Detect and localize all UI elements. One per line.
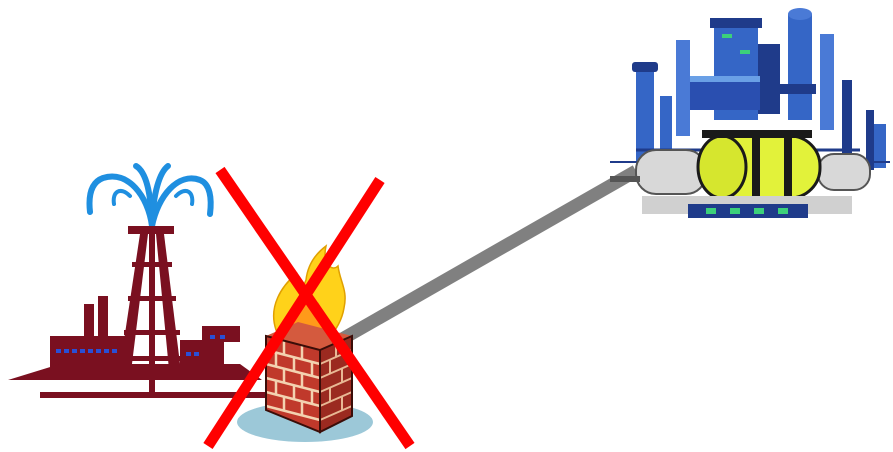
network-link-line <box>330 171 636 346</box>
oil-well-gusher-icon <box>8 166 270 398</box>
refinery-plant-icon <box>610 8 890 218</box>
gusher-spray <box>90 166 211 226</box>
factory-building <box>8 296 270 398</box>
firewall-brick-wall-icon <box>237 246 373 442</box>
